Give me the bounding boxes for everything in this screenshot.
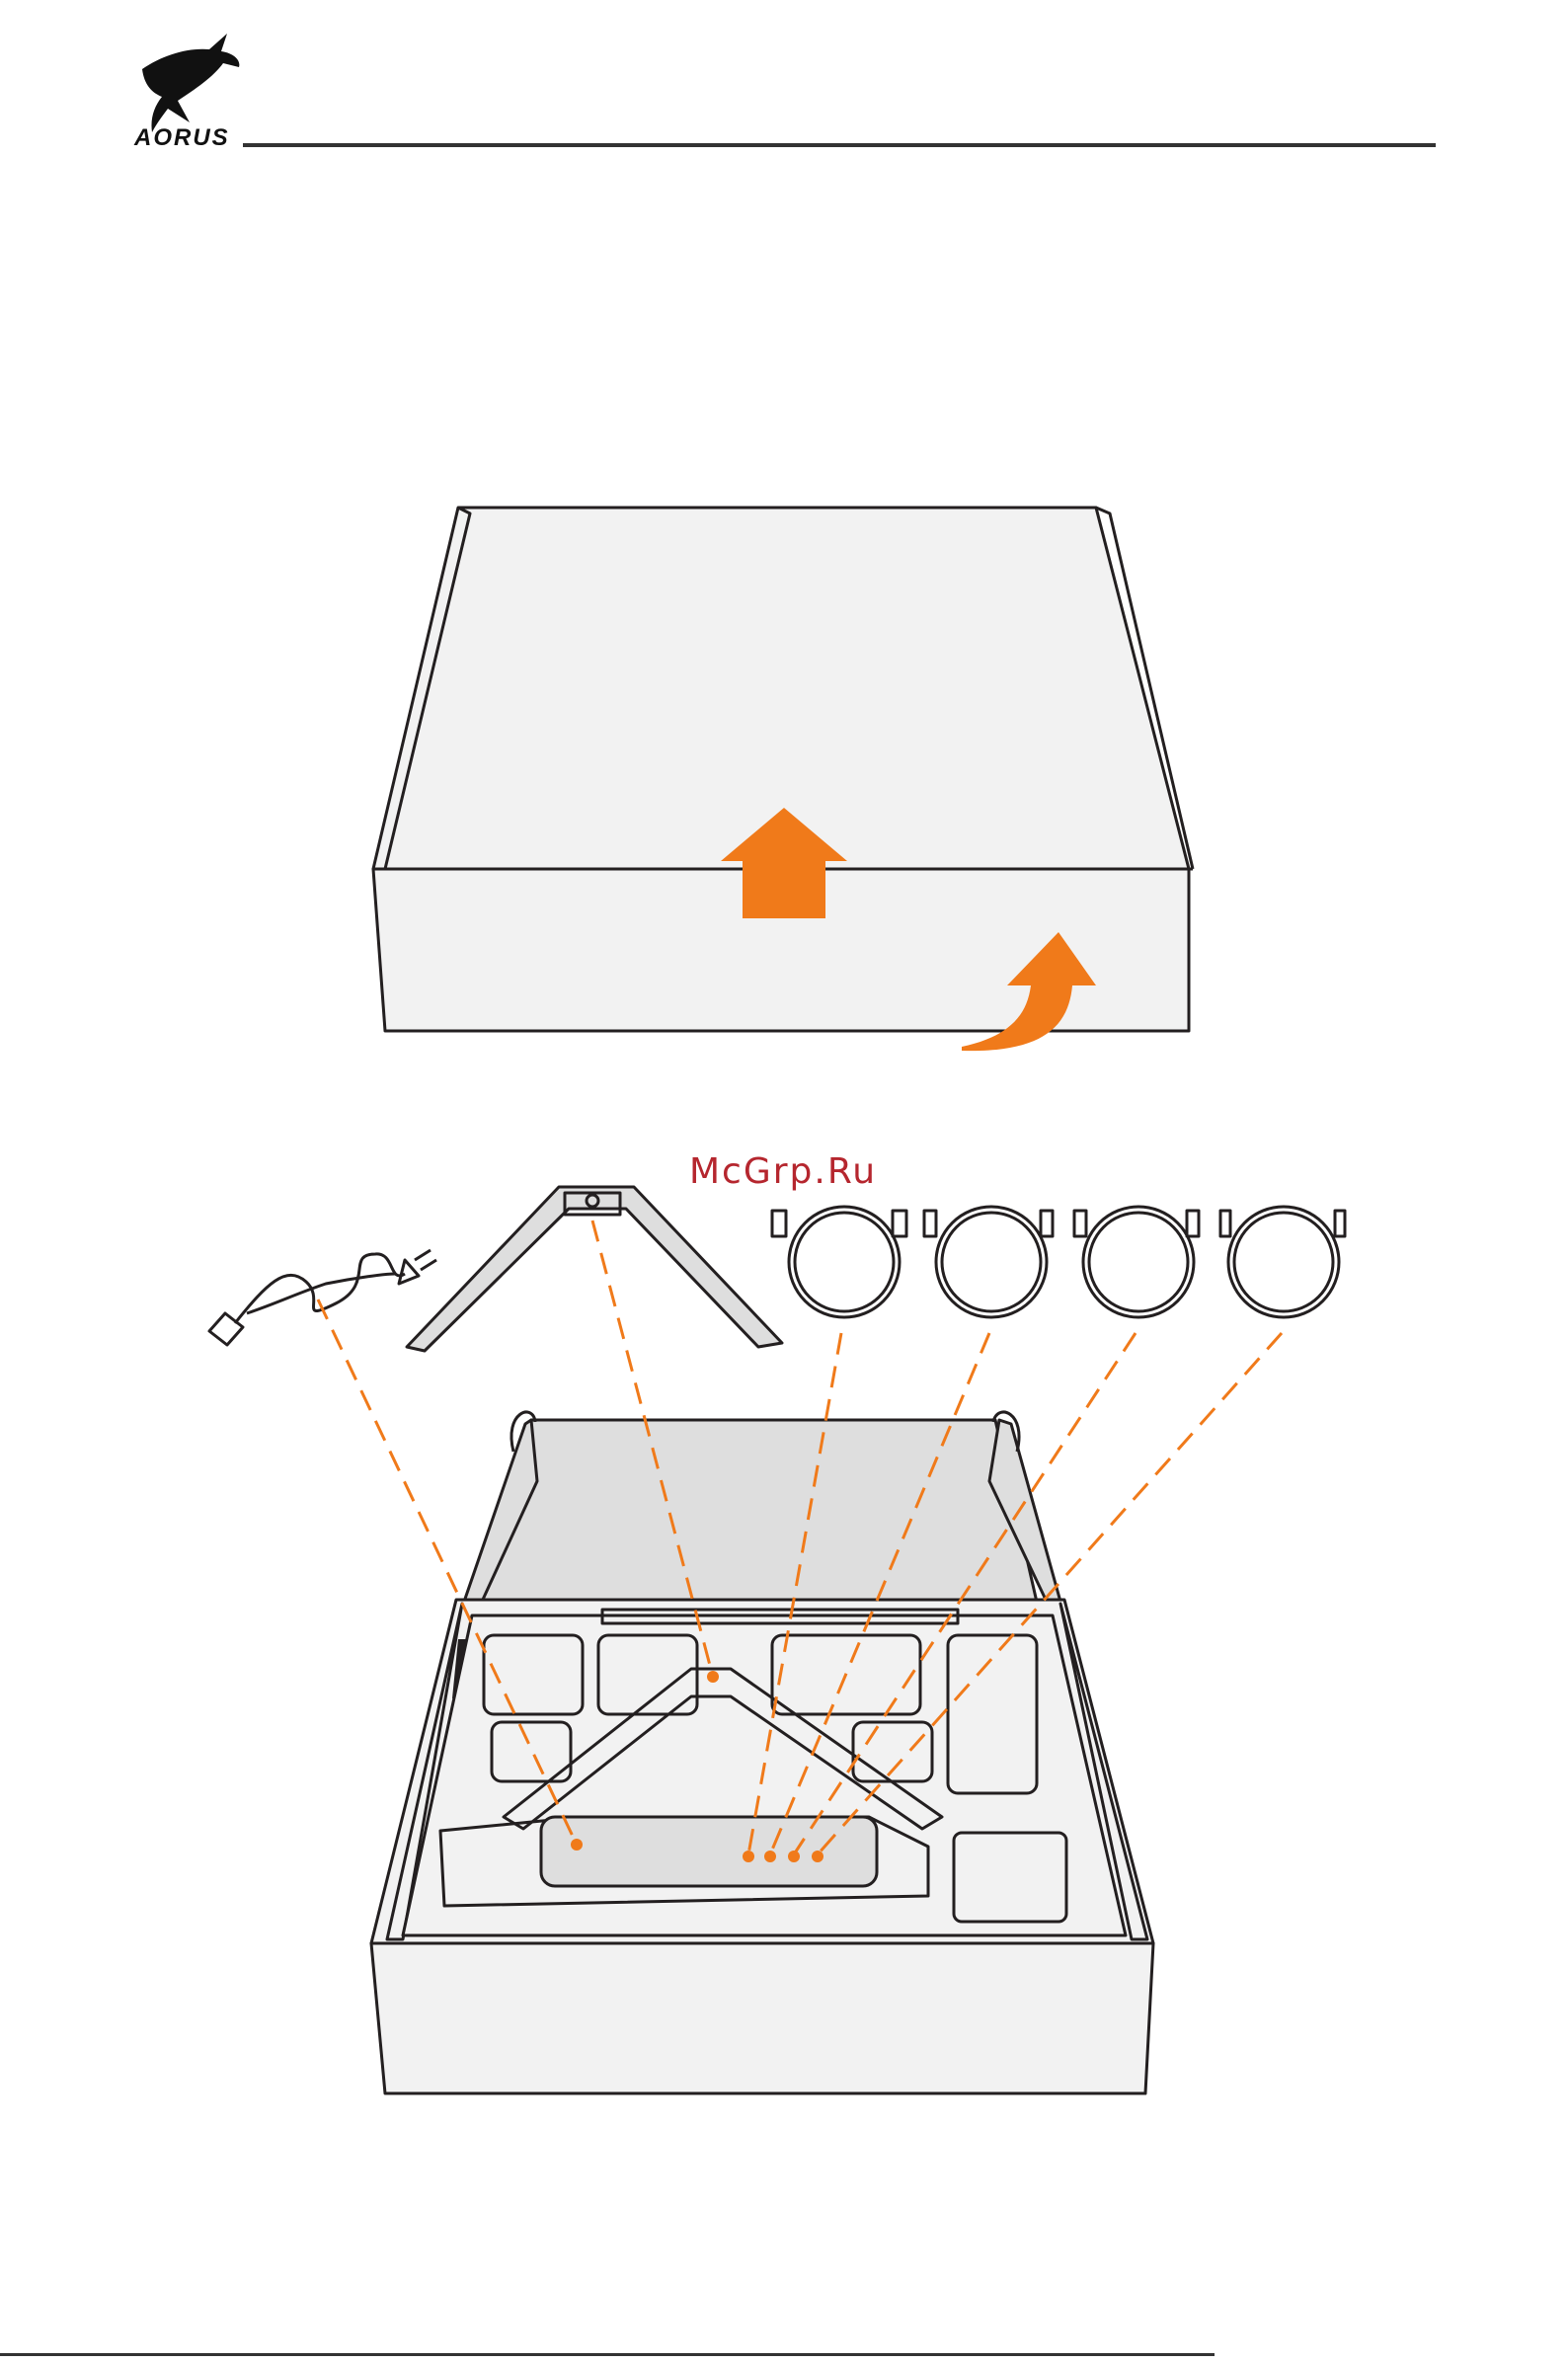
footer-rule: [0, 2353, 1215, 2356]
displayport-cable-icon: [1074, 1207, 1199, 1317]
hdmi-cable-icon: [772, 1207, 906, 1317]
usb-cable-icon: [924, 1207, 1053, 1317]
usb-c-cable-icon: [1220, 1207, 1345, 1317]
power-cord-icon: [209, 1250, 436, 1345]
closed-box: [373, 508, 1193, 1051]
watermark: McGrp.Ru: [689, 1151, 877, 1192]
monitor-stand-base-icon: [407, 1187, 782, 1351]
open-box: [371, 1412, 1153, 2093]
